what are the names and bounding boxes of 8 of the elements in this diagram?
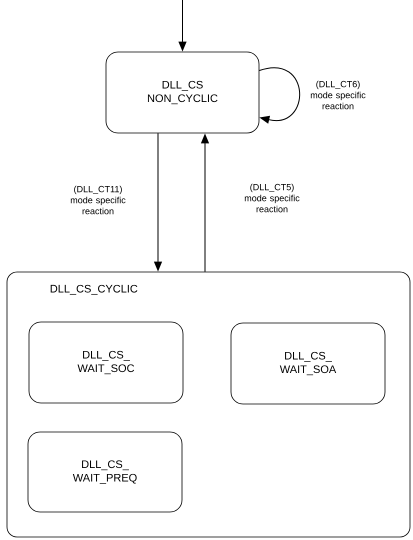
arrow	[258, 67, 300, 124]
state-box: DLL_CS_ WAIT_SOC	[28, 322, 184, 404]
edge-label: (DLL_CT11) mode specific reaction	[70, 186, 126, 214]
edge-label: (DLL_CT6) mode specific reaction	[310, 80, 366, 110]
edge-label: (DLL_CT5) mode specific reaction	[244, 184, 300, 212]
state-box: DLL_CS_ WAIT_PREQ	[28, 432, 182, 512]
state-box: DLL_CS_ WAIT_SOA	[230, 322, 386, 404]
state-box: DLL_CS NON_CYCLIC	[106, 52, 260, 134]
